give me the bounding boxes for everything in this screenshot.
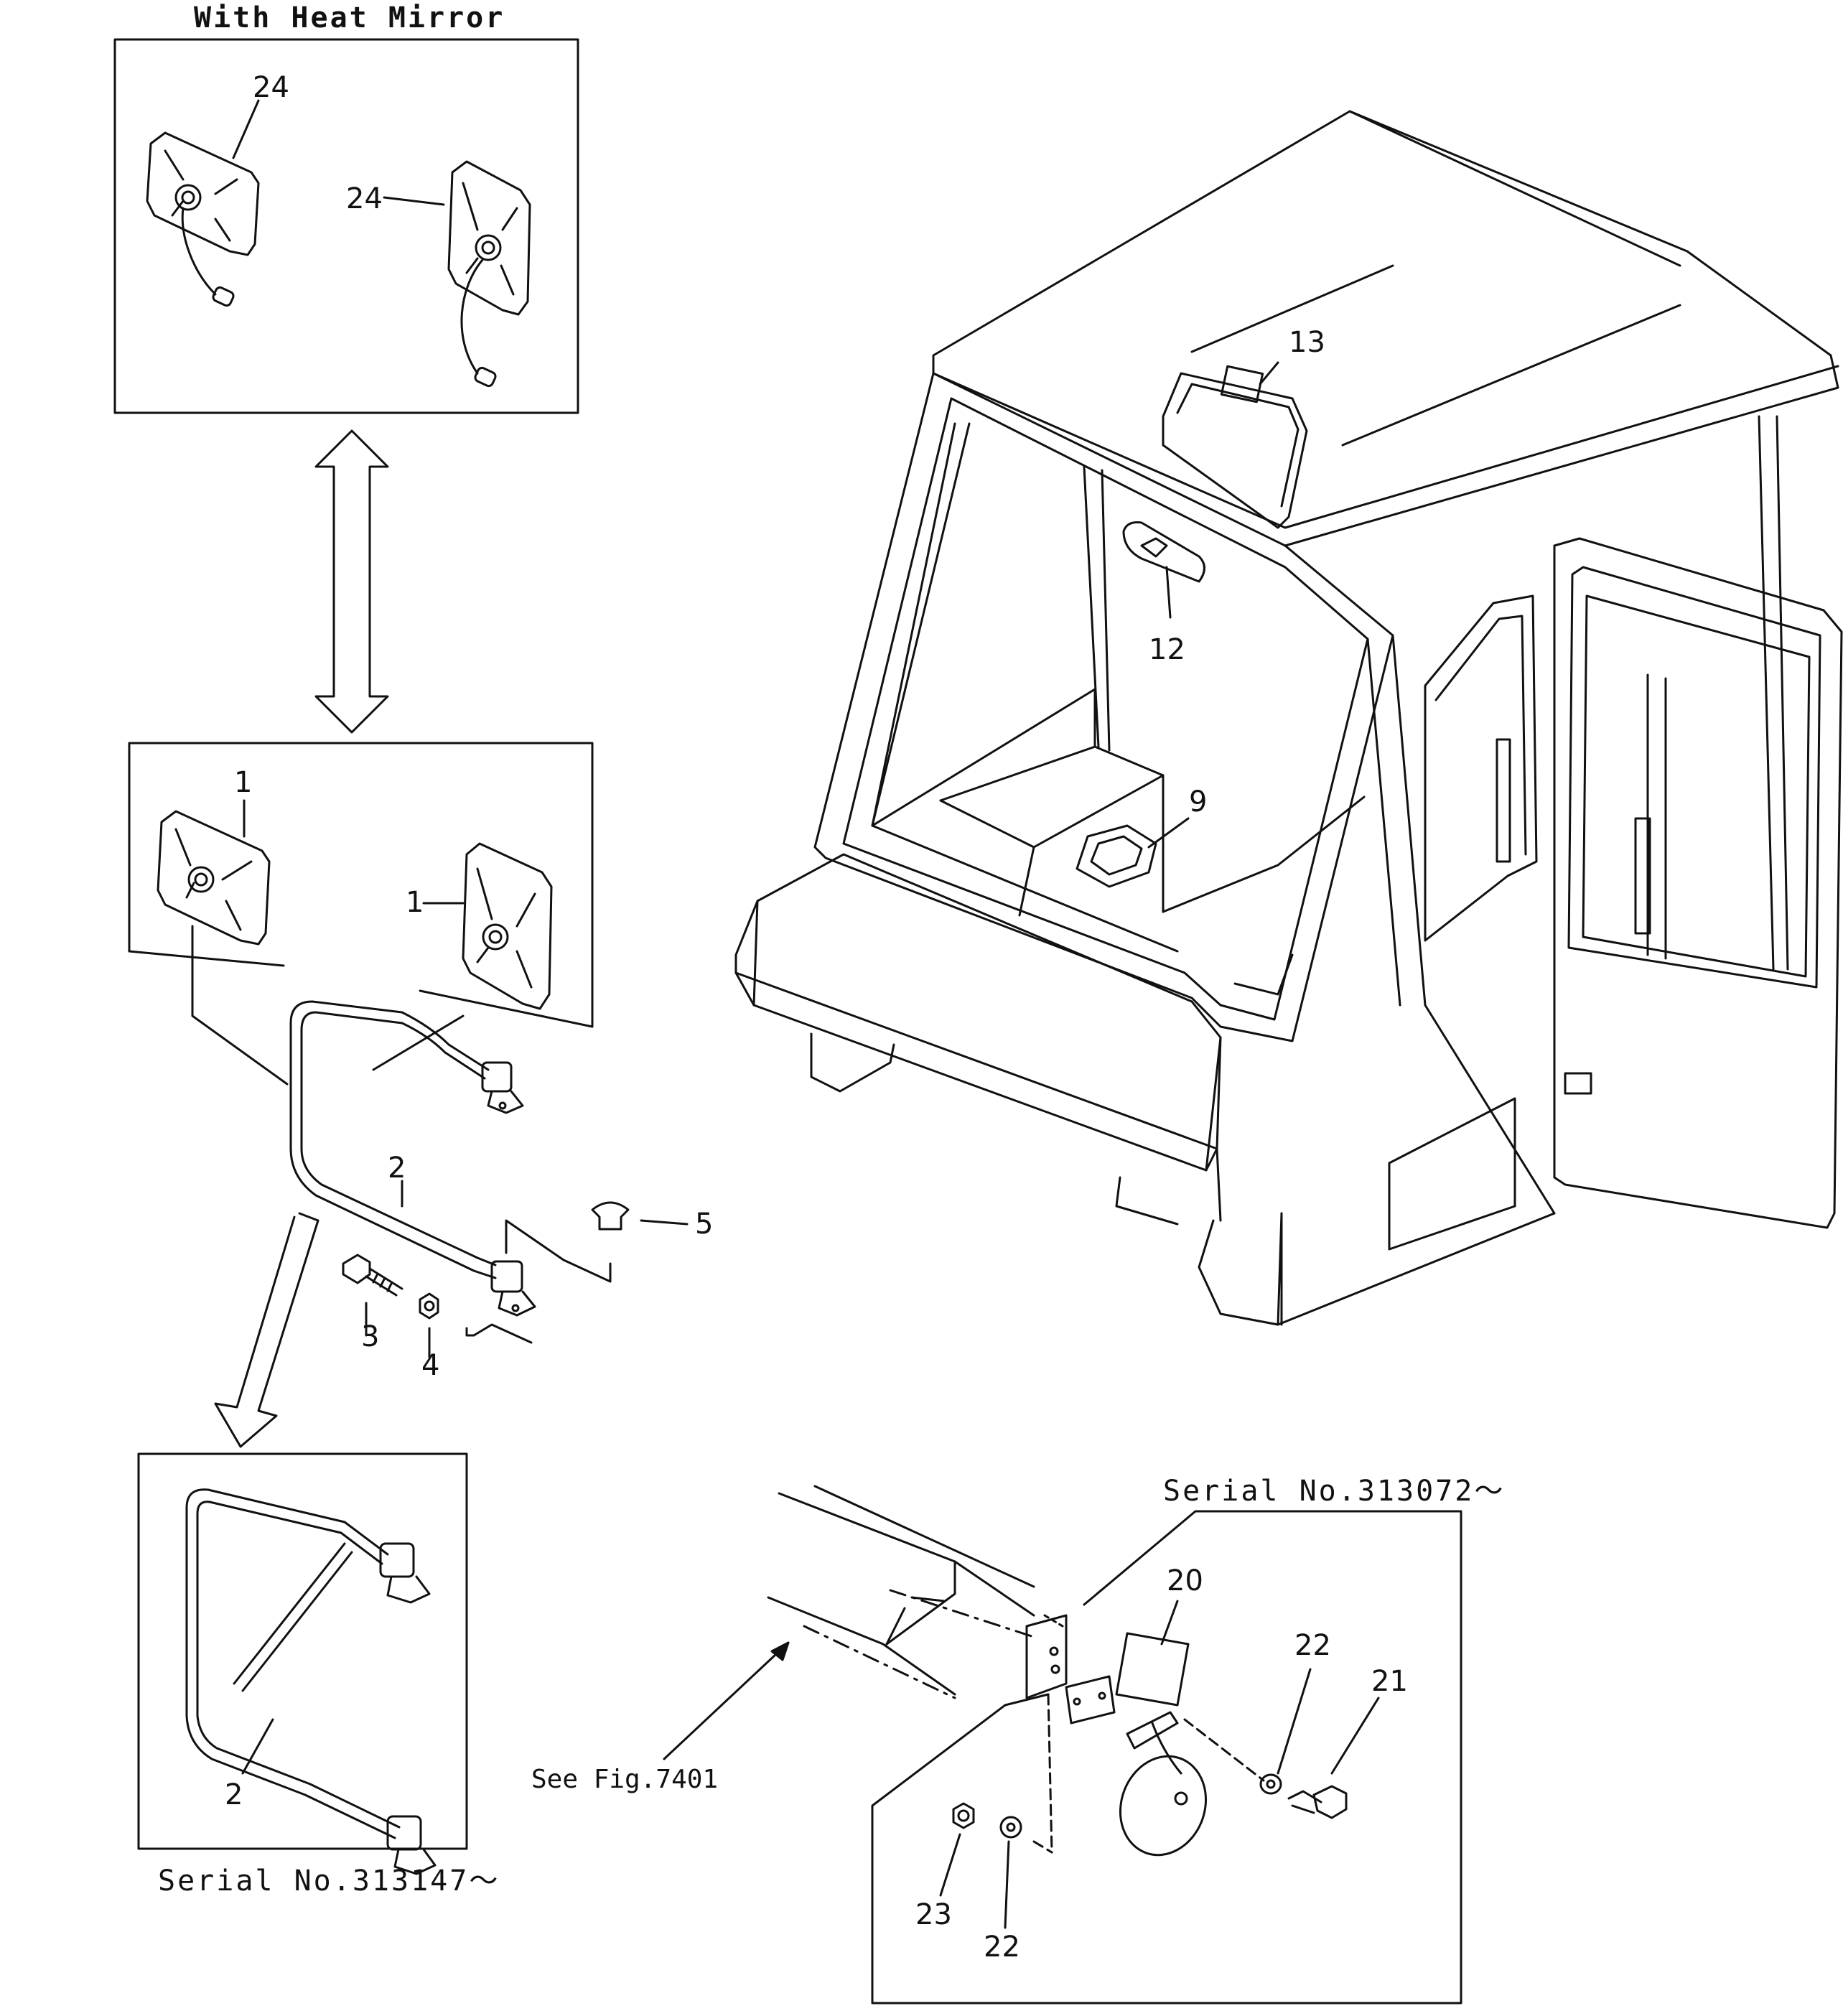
roof-mirror	[1162, 365, 1308, 529]
operator-cab	[734, 110, 1843, 1326]
heat-mirror-panel	[113, 38, 579, 414]
callout-1-left: 1	[234, 766, 252, 799]
serial-note-lower-right: Serial No.313072～	[1163, 1475, 1505, 1508]
callout-1-right: 1	[406, 886, 424, 919]
callout-2-upper: 2	[388, 1152, 406, 1185]
late-serial-stay-panel	[137, 1452, 468, 1875]
leader-13	[1259, 361, 1279, 386]
mirror-right	[462, 842, 553, 1010]
heat-mirror-left	[146, 131, 260, 307]
callout-13: 13	[1289, 326, 1325, 359]
alternative-arrow	[214, 1212, 319, 1448]
callout-23: 23	[915, 1898, 952, 1931]
mirror-left	[157, 810, 271, 946]
interior-mirror	[1122, 521, 1205, 583]
leader-12	[1165, 566, 1172, 619]
standard-mirror-panel	[128, 742, 594, 1086]
mirror-stay-assembly	[289, 1000, 689, 1358]
callout-21: 21	[1371, 1665, 1408, 1698]
callout-5: 5	[695, 1208, 713, 1241]
see-fig-note: See Fig.7401	[531, 1765, 718, 1794]
heat-mirror-right	[447, 160, 531, 388]
callout-22-lower: 22	[984, 1931, 1020, 1964]
callout-2-lower: 2	[225, 1778, 243, 1811]
callout-22-upper: 22	[1294, 1629, 1331, 1662]
callout-20: 20	[1167, 1564, 1203, 1597]
side-mirror-bracket-assembly	[663, 1485, 1462, 2005]
callout-12: 12	[1149, 633, 1185, 666]
leader-9	[1147, 817, 1190, 849]
console-part	[1076, 824, 1157, 888]
callout-9: 9	[1189, 785, 1207, 818]
callout-24-left: 24	[253, 71, 289, 104]
callout-24-right: 24	[346, 182, 383, 215]
diagram-title: With Heat Mirror	[194, 1, 505, 34]
callout-3: 3	[361, 1320, 379, 1353]
callout-4: 4	[421, 1349, 439, 1382]
interchangeable-arrow	[314, 429, 389, 734]
serial-note-lower-left: Serial No.313147～	[158, 1865, 500, 1898]
